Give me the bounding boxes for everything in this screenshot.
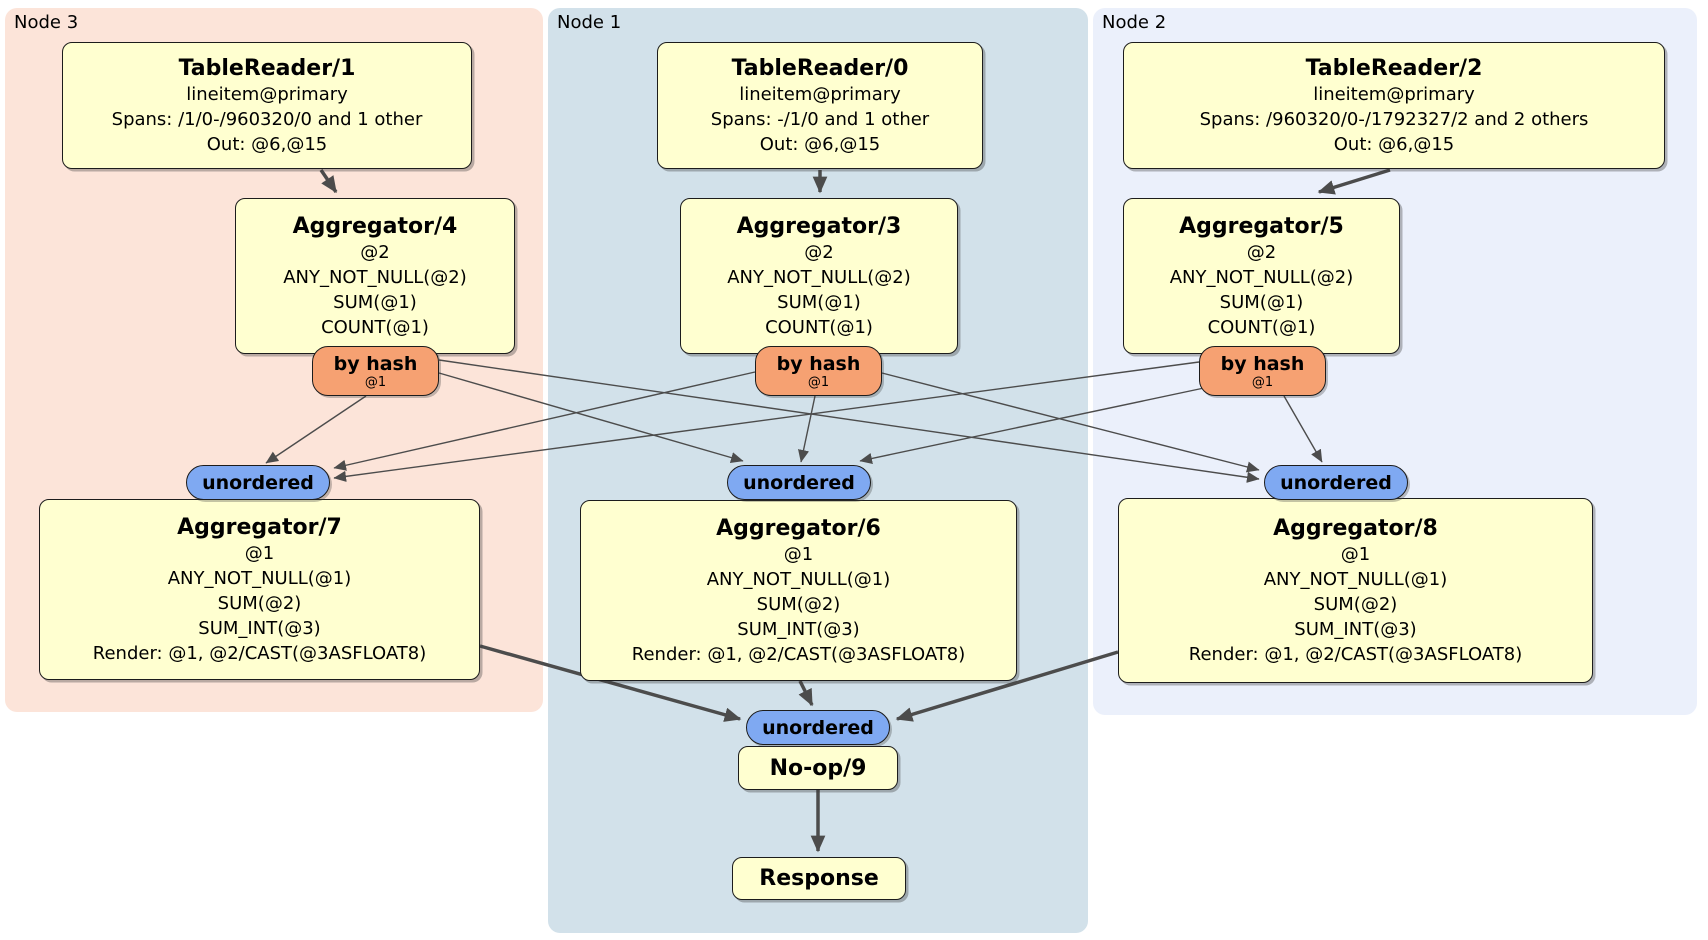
router-by-hash-3: by hash @1: [755, 346, 882, 396]
processor-tablereader-1: TableReader/1 lineitem@primary Spans: /1…: [62, 42, 472, 169]
processor-render: Render: @1, @2/CAST(@3ASFLOAT8): [631, 643, 966, 665]
processor-response: Response: [732, 857, 906, 900]
processor-index: lineitem@primary: [186, 83, 348, 105]
processor-title: No-op/9: [769, 755, 867, 781]
sync-unordered-7: unordered: [186, 465, 330, 500]
router-detail: @1: [807, 374, 830, 390]
processor-out: Out: @6,@15: [1333, 133, 1455, 155]
processor-agg-fn: SUM(@2): [217, 592, 302, 614]
region-label-node-1: Node 1: [557, 12, 622, 33]
processor-agg-fn: ANY_NOT_NULL(@1): [1263, 568, 1448, 590]
processor-render: Render: @1, @2/CAST(@3ASFLOAT8): [92, 642, 427, 664]
processor-agg-fn: ANY_NOT_NULL(@1): [167, 567, 352, 589]
processor-agg-fn: COUNT(@1): [321, 316, 429, 338]
processor-group-cols: @2: [1246, 241, 1277, 263]
router-by-hash-5: by hash @1: [1199, 346, 1326, 396]
processor-title: TableReader/0: [731, 55, 909, 81]
processor-out: Out: @6,@15: [759, 133, 881, 155]
processor-aggregator-8: Aggregator/8 @1 ANY_NOT_NULL(@1) SUM(@2)…: [1118, 498, 1593, 683]
processor-agg-fn: COUNT(@1): [1207, 316, 1316, 338]
processor-agg-fn: SUM_INT(@3): [737, 618, 860, 640]
router-label: by hash: [333, 352, 418, 375]
router-detail: @1: [1251, 374, 1274, 390]
sync-unordered-9: unordered: [746, 710, 890, 745]
processor-title: Aggregator/6: [716, 515, 881, 541]
processor-aggregator-3: Aggregator/3 @2 ANY_NOT_NULL(@2) SUM(@1)…: [680, 198, 958, 354]
router-detail: @1: [364, 374, 387, 390]
processor-agg-fn: SUM(@1): [777, 291, 861, 313]
processor-title: Aggregator/3: [736, 213, 902, 239]
processor-agg-fn: ANY_NOT_NULL(@2): [727, 266, 911, 288]
processor-title: Aggregator/5: [1179, 213, 1344, 239]
router-by-hash-4: by hash @1: [312, 346, 439, 396]
router-label: by hash: [1220, 352, 1305, 375]
processor-spans: Spans: /1/0-/960320/0 and 1 other: [111, 108, 423, 130]
processor-agg-fn: SUM(@1): [333, 291, 417, 313]
processor-agg-fn: SUM(@1): [1219, 291, 1304, 313]
processor-agg-fn: ANY_NOT_NULL(@2): [283, 266, 467, 288]
processor-agg-fn: SUM(@2): [1313, 593, 1398, 615]
processor-agg-fn: ANY_NOT_NULL(@2): [1169, 266, 1354, 288]
sync-unordered-6: unordered: [727, 465, 871, 500]
processor-aggregator-7: Aggregator/7 @1 ANY_NOT_NULL(@1) SUM(@2)…: [39, 499, 480, 680]
processor-group-cols: @1: [1340, 543, 1371, 565]
processor-group-cols: @1: [783, 543, 814, 565]
processor-agg-fn: COUNT(@1): [765, 316, 873, 338]
processor-aggregator-4: Aggregator/4 @2 ANY_NOT_NULL(@2) SUM(@1)…: [235, 198, 515, 354]
processor-noop-9: No-op/9: [738, 746, 898, 790]
router-label: by hash: [776, 352, 861, 375]
processor-spans: Spans: /960320/0-/1792327/2 and 2 others: [1199, 108, 1589, 130]
processor-spans: Spans: -/1/0 and 1 other: [710, 108, 930, 130]
processor-group-cols: @2: [360, 241, 390, 263]
processor-aggregator-5: Aggregator/5 @2 ANY_NOT_NULL(@2) SUM(@1)…: [1123, 198, 1400, 354]
processor-title: Aggregator/4: [292, 213, 458, 239]
processor-agg-fn: SUM(@2): [756, 593, 841, 615]
processor-tablereader-0: TableReader/0 lineitem@primary Spans: -/…: [657, 42, 983, 169]
processor-render: Render: @1, @2/CAST(@3ASFLOAT8): [1188, 643, 1523, 665]
region-label-node-2: Node 2: [1102, 12, 1167, 33]
processor-agg-fn: SUM_INT(@3): [1294, 618, 1417, 640]
processor-title: TableReader/2: [1305, 55, 1483, 81]
processor-aggregator-6: Aggregator/6 @1 ANY_NOT_NULL(@1) SUM(@2)…: [580, 500, 1017, 681]
processor-out: Out: @6,@15: [206, 133, 328, 155]
processor-title: Response: [759, 866, 879, 891]
processor-title: TableReader/1: [178, 55, 356, 81]
region-label-node-3: Node 3: [14, 12, 79, 33]
processor-agg-fn: SUM_INT(@3): [198, 617, 321, 639]
processor-tablereader-2: TableReader/2 lineitem@primary Spans: /9…: [1123, 42, 1665, 169]
processor-agg-fn: ANY_NOT_NULL(@1): [706, 568, 891, 590]
processor-group-cols: @2: [804, 241, 834, 263]
sync-unordered-8: unordered: [1264, 465, 1408, 500]
processor-title: Aggregator/8: [1273, 515, 1438, 541]
processor-title: Aggregator/7: [177, 514, 342, 540]
processor-index: lineitem@primary: [739, 83, 901, 105]
processor-index: lineitem@primary: [1313, 83, 1475, 105]
processor-group-cols: @1: [244, 542, 275, 564]
